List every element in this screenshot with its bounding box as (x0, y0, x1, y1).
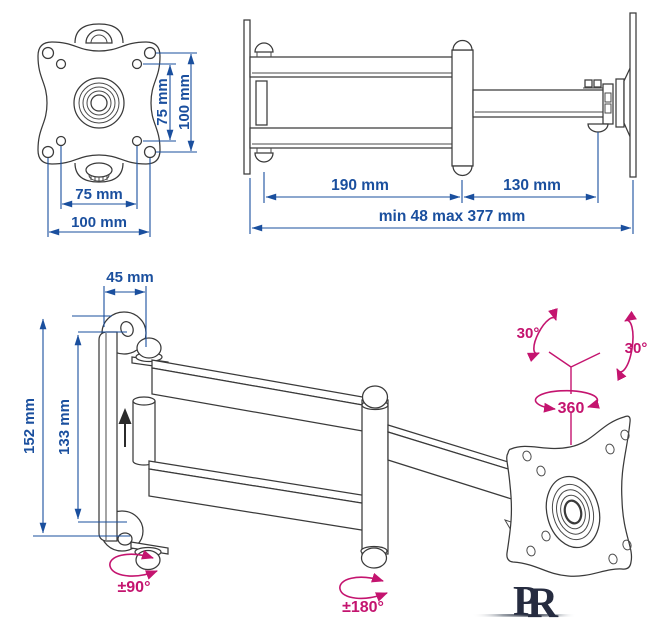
wall-hinge-top-view (254, 42, 274, 163)
top-clamp (74, 23, 124, 44)
tilt-left-arrow-icon (526, 308, 558, 362)
brand-logo: P R (472, 579, 576, 627)
vesa-plate-outline (37, 41, 161, 165)
elbow-rotation-arrow-icon (339, 572, 388, 602)
top-view-dimensions: 190 mm 130 mm min 48 max 377 mm (249, 132, 634, 234)
wall-plate-top-view (243, 19, 251, 175)
dim-label-arm-segment-2: 130 mm (503, 177, 561, 194)
dim-label-extension-range: min 48 max 377 mm (379, 208, 525, 225)
rot-label-swivel: 360 (558, 400, 585, 417)
arm-top-view: 190 mm 130 mm min 48 max 377 mm (243, 12, 637, 234)
logo-letter-r: R (527, 580, 559, 627)
wall-plate-perspective (98, 331, 118, 542)
logo-letter-p: P (513, 579, 539, 625)
dim-label-wall-plate-height-outer: 152 mm (21, 398, 38, 454)
swivel-rings-front (73, 77, 125, 129)
swivel-rings-perspective (545, 475, 601, 549)
dim-label-front-vertical-outer: 100 mm (176, 74, 193, 130)
rot-label-wall-rotation: ±90° (118, 579, 151, 596)
logo-swoosh (472, 614, 576, 617)
dim-label-front-horizontal-inner: 75 mm (75, 186, 123, 203)
wall-hinge-top-perspective (131, 337, 169, 369)
tilt-right-arrow-icon (616, 310, 637, 382)
dim-label-wall-plate-height-inner: 133 mm (56, 399, 73, 455)
dim-label-front-vertical-inner: 75 mm (154, 78, 171, 126)
vesa-plate-perspective (506, 415, 633, 577)
rotation-annotations: 30° 30° 360 ±90° ±180° (109, 308, 648, 616)
middle-hinge-perspective (360, 385, 389, 569)
vesa-holes-perspective (522, 429, 632, 565)
wall-hinge-bottom-perspective (130, 541, 169, 571)
perspective-view-dimensions: 45 mm 152 mm 133 mm (21, 269, 154, 537)
vesa-plate-front-view: 75 mm 100 mm 75 mm 100 mm (37, 23, 197, 237)
swivel-360-arrow-icon (534, 389, 600, 413)
up-arrow-icon (118, 408, 132, 447)
wall-rotation-arrow-icon (109, 549, 158, 580)
vesa-holes-front (41, 46, 157, 159)
dim-label-wall-plate-width: 45 mm (106, 269, 154, 286)
rot-label-tilt-right: 30° (625, 340, 648, 357)
rot-label-elbow-rotation: ±180° (342, 599, 384, 616)
rot-label-tilt-left: 30° (517, 325, 540, 342)
wall-post-perspective (132, 396, 156, 466)
front-view-dimensions: 75 mm 100 mm 75 mm 100 mm (47, 52, 197, 237)
arm-perspective-view: 45 mm 152 mm 133 mm 30° 30° 360 ±90° ±18… (21, 269, 647, 616)
screen-plate-top-view (629, 12, 637, 178)
dim-label-arm-segment-1: 190 mm (331, 177, 389, 194)
bottom-clamp (74, 162, 124, 183)
middle-hinge-top-view (451, 39, 474, 177)
dim-label-front-horizontal-outer: 100 mm (71, 214, 127, 231)
